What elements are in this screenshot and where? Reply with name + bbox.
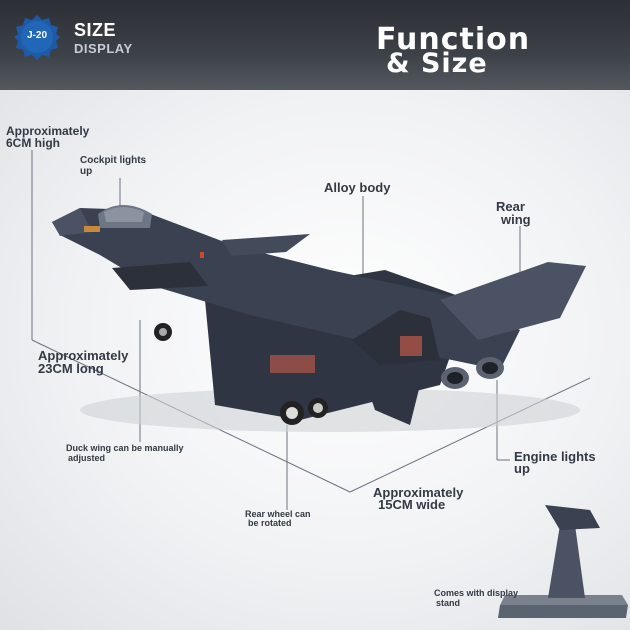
duck-wing-label: Duck wing can be manually adjusted: [66, 443, 184, 463]
size-title-line2: & Size: [386, 48, 488, 79]
display-stand: [498, 505, 628, 618]
header-band: J-20 SIZE DISPLAY Function & Size: [0, 0, 630, 100]
width-guide-line: [349, 377, 591, 493]
badge-label: J-20: [26, 30, 47, 41]
engine-lights-label: Engine lights up: [514, 449, 596, 476]
width-label: Approximately 15CM wide: [373, 485, 464, 512]
rear-wheel-label: Rear wheel can be rotated: [245, 509, 311, 528]
display-subtitle: DISPLAY: [74, 41, 133, 56]
length-label: Approximately 23CM long: [38, 348, 129, 376]
size-title: SIZE: [74, 20, 117, 40]
height-label: Approximately 6CM high: [6, 124, 90, 150]
rear-wing-label: Rear wing: [496, 199, 531, 227]
cockpit-label: Cockpit lights up: [80, 155, 147, 177]
display-stand-label: Comes with display stand: [434, 588, 519, 608]
alloy-body-label: Alloy body: [324, 180, 391, 195]
function-title: Function: [376, 22, 531, 57]
gear-badge-icon: [14, 15, 60, 60]
fighter-jet-model: [52, 205, 586, 432]
